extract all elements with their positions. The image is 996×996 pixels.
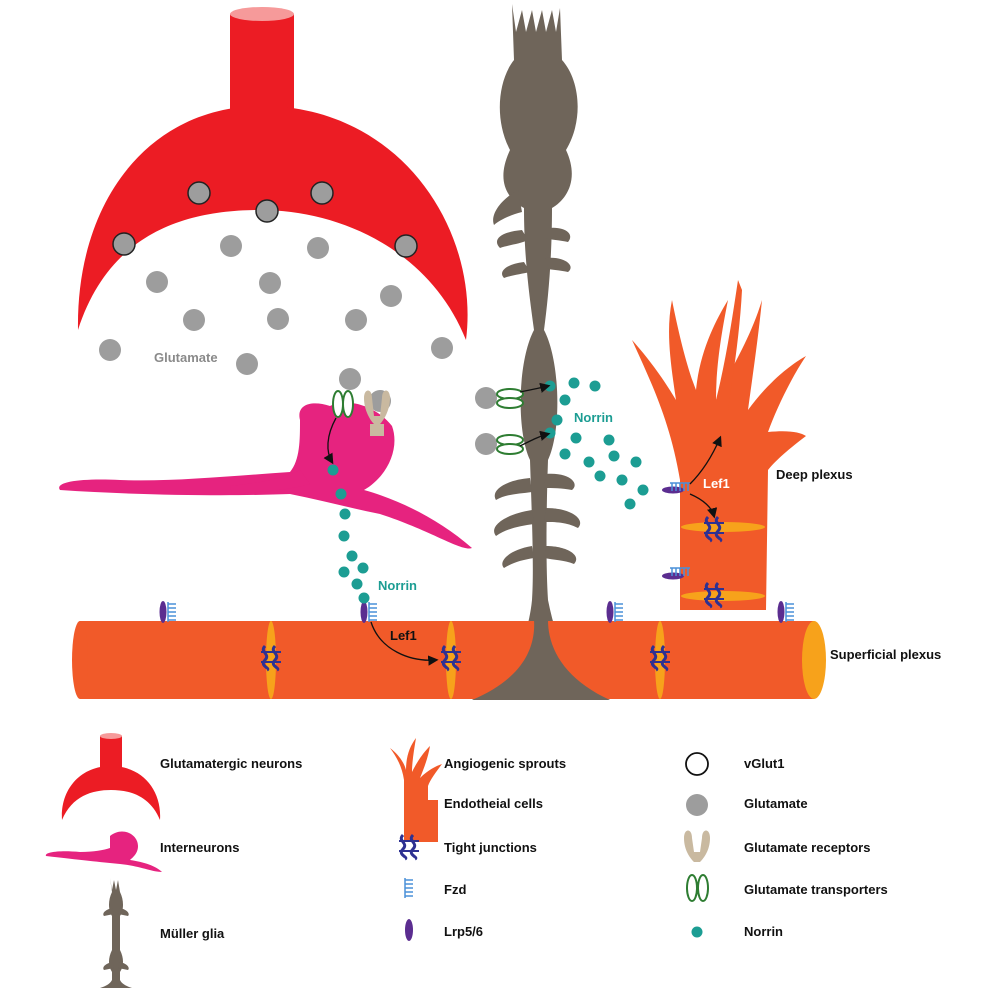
legend-label-interneurons: Interneurons (160, 840, 239, 855)
vglut1-vesicle (310, 181, 334, 205)
lrp-icon (606, 601, 614, 623)
glutamate-dot (431, 337, 453, 359)
norrin-label-right: Norrin (574, 410, 613, 425)
interneuron (59, 402, 472, 549)
lrp-icon (777, 601, 785, 623)
legend-label-glutamatergic-neurons: Glutamatergic neurons (160, 756, 302, 771)
glutamate-dot (307, 237, 329, 259)
interneuron-membrane-proteins (332, 390, 390, 436)
legend-label-glutamate: Glutamate (744, 796, 808, 811)
legend-neuron-icon (61, 733, 161, 820)
glutamate-dot (475, 433, 497, 455)
arrows (323, 382, 722, 666)
vglut1-vesicle (187, 181, 211, 205)
glutamate-label: Glutamate (154, 350, 218, 365)
vglut1-vesicle (112, 232, 136, 256)
legend-label-fzd: Fzd (444, 882, 466, 897)
deep-plexus-label: Deep plexus (776, 467, 853, 482)
legend-sprout-icon (390, 738, 442, 810)
legend-fzd-icon (404, 877, 414, 899)
superficial-junction-bands (266, 621, 665, 699)
transporter-icon (342, 390, 354, 418)
arrow-lef1-junction (689, 493, 718, 519)
receptor-stem (370, 424, 384, 436)
legend-interneuron-icon (45, 831, 162, 872)
vesicles (112, 181, 418, 258)
lef1-label-deep: Lef1 (703, 476, 730, 491)
fzd-icon (368, 601, 378, 623)
legend-transporter-icon (686, 874, 709, 902)
legend-label-norrin: Norrin (744, 924, 783, 939)
legend-glutamate-icon (686, 794, 708, 816)
lrp-icon (159, 601, 167, 623)
deep-plexus-vessel (632, 280, 806, 610)
glutamatergic-neuron (77, 7, 468, 340)
legend-lrp-icon (405, 919, 413, 941)
lrp-fzd-receptors (159, 482, 795, 623)
receptor-icon (364, 390, 390, 424)
muller-glia (472, 4, 610, 700)
muller-transporters (496, 388, 524, 455)
legend-label-angiogenic-sprouts: Angiogenic sprouts (444, 756, 566, 771)
glutamate-dot (475, 387, 497, 409)
arrow-lef1-surface (370, 621, 439, 666)
legend-label-vglut1: vGlut1 (744, 756, 784, 771)
legend-norrin-icon (691, 926, 703, 938)
glutamate-dot (220, 235, 242, 257)
lrp-icon (662, 486, 684, 494)
legend-endothelial-icon (404, 800, 438, 842)
arrow-lef1-sprout (689, 435, 722, 485)
glutamate-dot (267, 308, 289, 330)
legend-label-muller-glia: Müller glia (160, 926, 225, 941)
arrow-muller-norrin-bottom (519, 430, 551, 447)
lrp-icon (360, 601, 368, 623)
norrin-dots (327, 377, 649, 604)
legend-label-glutamate-transporters: Glutamate transporters (744, 882, 888, 897)
arrow-transporter-to-norrin (323, 417, 337, 465)
legend-label-glutamate-receptors: Glutamate receptors (744, 840, 870, 855)
legend-label-lrp: Lrp5/6 (444, 924, 483, 939)
vglut1-vesicle (394, 234, 418, 258)
lef1-label-surface: Lef1 (390, 628, 417, 643)
glutamate-dot (146, 271, 168, 293)
legend-label-tight-junctions: Tight junctions (444, 840, 537, 855)
muller-endfoot (472, 620, 610, 700)
legend-receptor-icon (684, 830, 710, 862)
glutamate-dot (99, 339, 121, 361)
legend: Glutamatergic neurons Interneurons Mülle… (45, 733, 888, 988)
neuron-axon-cap (230, 7, 294, 21)
glutamate-dot (339, 368, 361, 390)
deep-junction-bands (681, 522, 765, 601)
glutamate-dot (380, 285, 402, 307)
neuron-axon (230, 14, 294, 114)
free-glutamate (99, 235, 497, 455)
fzd-icon (785, 601, 795, 623)
legend-label-endothelial-cells: Endotheial cells (444, 796, 543, 811)
glutamate-dot (236, 353, 258, 375)
legend-muller-glia-icon (100, 878, 132, 988)
glutamate-dot (259, 272, 281, 294)
glutamate-dot (183, 309, 205, 331)
fzd-icon (167, 601, 177, 623)
fzd-icon (614, 601, 624, 623)
lrp-icon (662, 572, 684, 580)
superficial-plexus-label: Superficial plexus (830, 647, 941, 662)
neuron-body (77, 106, 468, 340)
glutamate-dot (345, 309, 367, 331)
transporter-icon (496, 397, 524, 409)
norrin-label-left: Norrin (378, 578, 417, 593)
transporter-icon (332, 390, 344, 418)
arrow-muller-norrin-top (519, 382, 551, 393)
vglut1-vesicle (255, 199, 279, 223)
legend-vglut1-icon (685, 752, 709, 776)
transporter-icon (496, 443, 524, 455)
